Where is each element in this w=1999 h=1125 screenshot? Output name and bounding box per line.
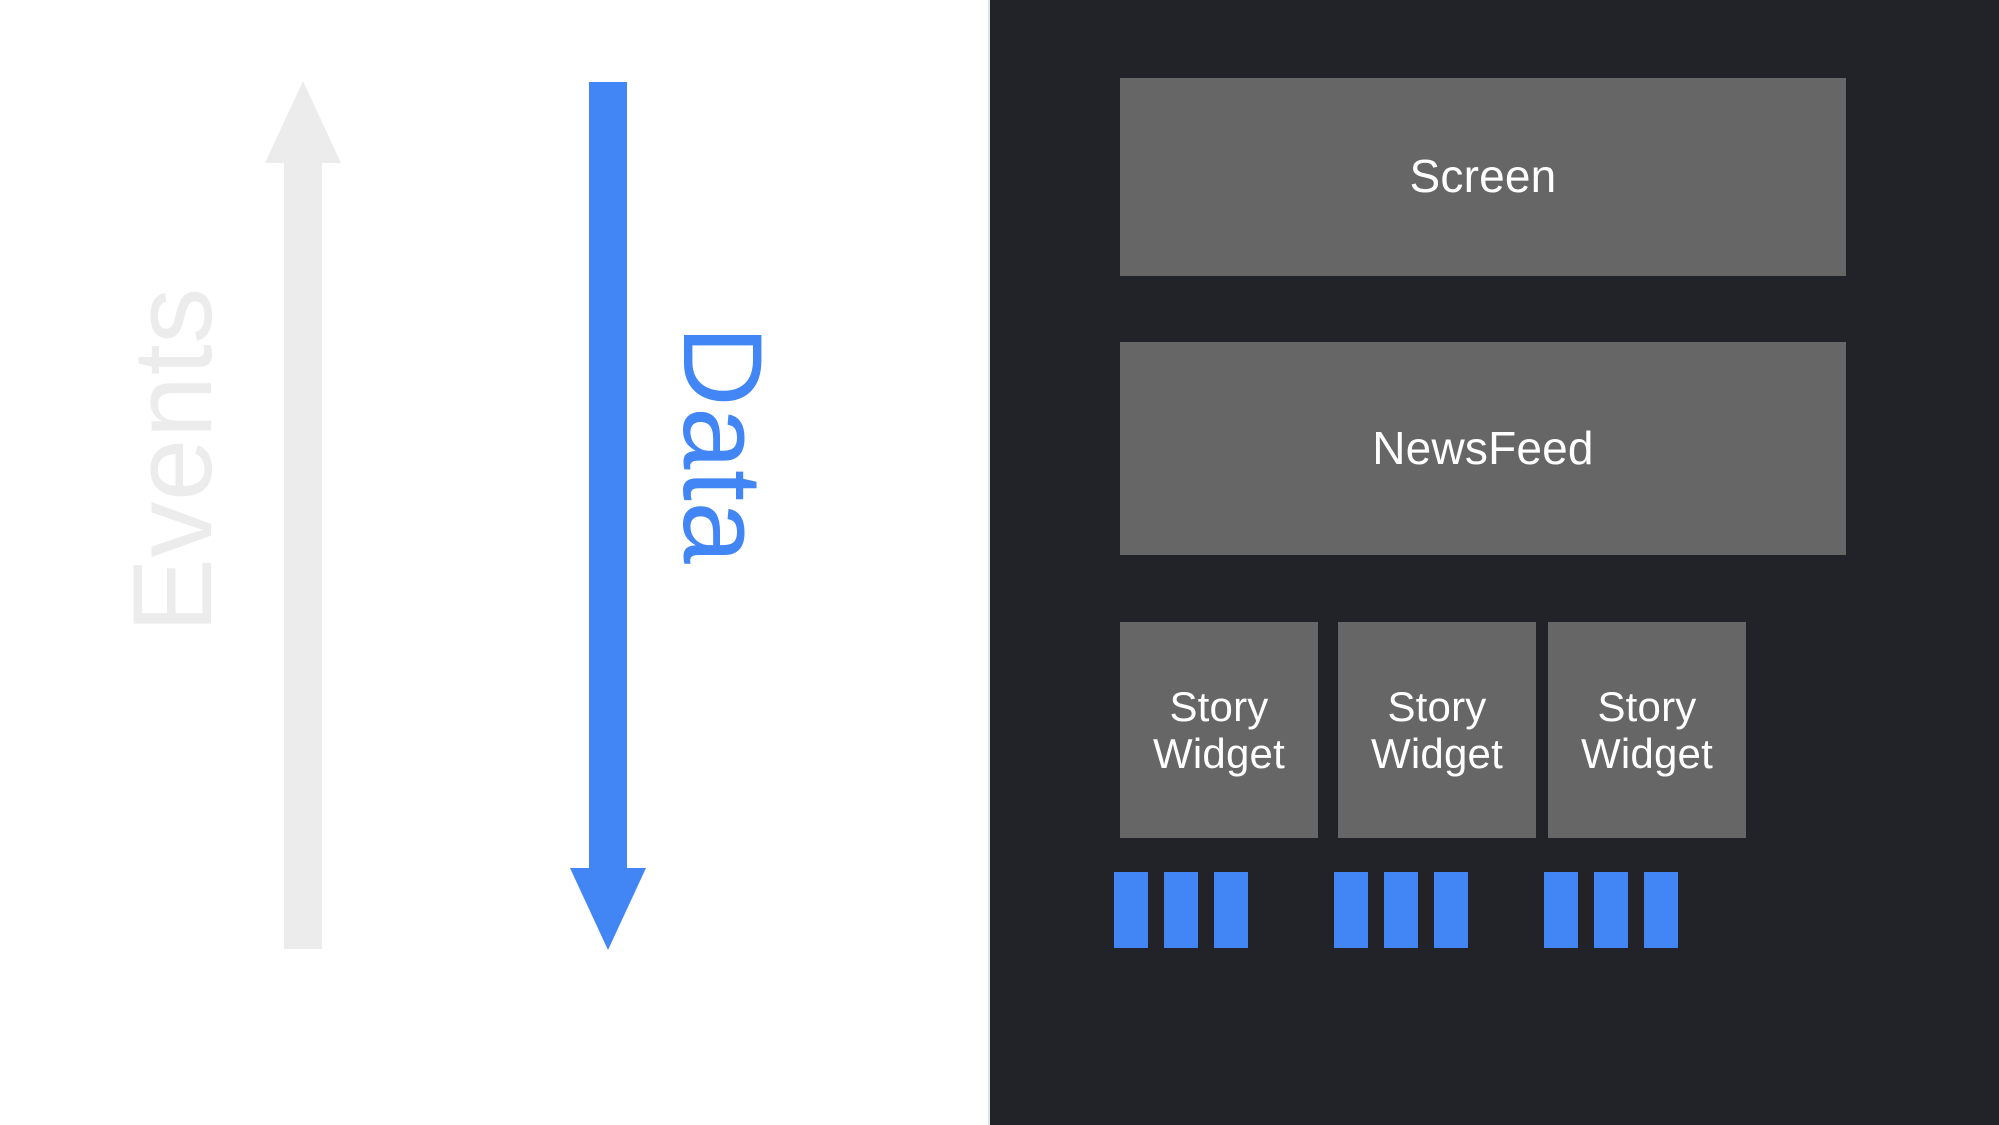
- data-flow-label: Data: [660, 325, 785, 565]
- leaf-group-3: [1544, 872, 1678, 948]
- flow-legend-pane: Events Data: [0, 0, 990, 1125]
- leaf-node[interactable]: [1434, 872, 1468, 948]
- leaf-node[interactable]: [1644, 872, 1678, 948]
- story-line-2: Widget: [1581, 730, 1713, 777]
- node-story-widget-3[interactable]: Story Widget: [1548, 622, 1746, 838]
- story-line-2: Widget: [1371, 730, 1503, 777]
- leaf-node[interactable]: [1334, 872, 1368, 948]
- node-story-widget-3-text: Story Widget: [1581, 683, 1713, 777]
- leaf-node[interactable]: [1544, 872, 1578, 948]
- node-newsfeed[interactable]: NewsFeed: [1120, 342, 1846, 555]
- story-widget-cell: Story Widget: [1548, 622, 1746, 838]
- story-widget-cell: Story Widget: [1120, 622, 1318, 838]
- leaf-node[interactable]: [1594, 872, 1628, 948]
- story-line-1: Story: [1387, 682, 1487, 730]
- story-line-1: Story: [1597, 682, 1697, 730]
- story-line-2: Widget: [1153, 730, 1285, 777]
- arrow-up-icon: [265, 81, 341, 949]
- node-story-widget-1-text: Story Widget: [1153, 683, 1285, 777]
- widget-tree-pane: Screen NewsFeed Story Widget Story Widge…: [990, 0, 1999, 1125]
- node-story-widget-2[interactable]: Story Widget: [1338, 622, 1536, 838]
- events-flow-label: Events: [110, 287, 235, 633]
- leaf-group-1: [1114, 872, 1248, 948]
- story-widget-cell: Story Widget: [1338, 622, 1536, 838]
- node-story-widget-2-text: Story Widget: [1371, 683, 1503, 777]
- leaf-group-2: [1334, 872, 1468, 948]
- node-screen[interactable]: Screen: [1120, 78, 1846, 276]
- leaf-node[interactable]: [1114, 872, 1148, 948]
- pane-divider: [988, 0, 990, 1125]
- arrow-down-icon: [570, 82, 646, 950]
- leaf-node[interactable]: [1164, 872, 1198, 948]
- story-line-1: Story: [1169, 682, 1269, 730]
- leaf-node[interactable]: [1214, 872, 1248, 948]
- leaf-node[interactable]: [1384, 872, 1418, 948]
- story-widget-row: Story Widget Story Widget Story: [1120, 622, 1846, 838]
- node-story-widget-1[interactable]: Story Widget: [1120, 622, 1318, 838]
- leaf-node-row: [1114, 872, 1846, 948]
